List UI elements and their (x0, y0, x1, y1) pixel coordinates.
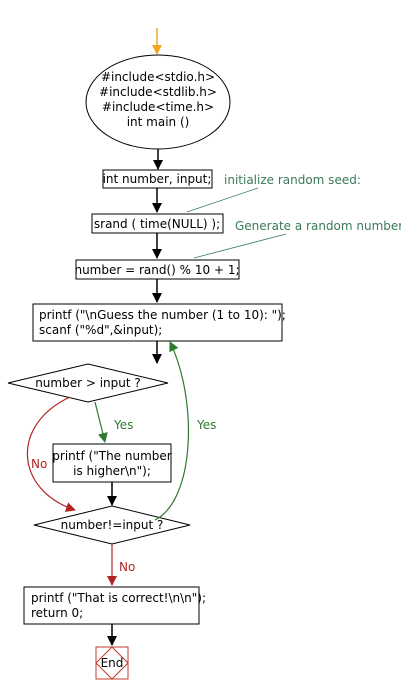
end-node-diamond (95, 646, 129, 680)
seed-text: srand ( time(NULL) ); (94, 217, 220, 231)
decision-greater (7, 363, 169, 403)
decision-not-equal-text: number!=input ? (61, 518, 164, 532)
start-line-3: #include<time.h> (102, 100, 214, 114)
prompt-line-2: scanf ("%d",&input); (39, 323, 162, 337)
decision-greater-text: number > input ? (35, 376, 141, 390)
no-label-exit: No (119, 560, 135, 574)
correct-line-1: printf ("That is correct!\n\n"); (31, 591, 206, 605)
higher-line-2: is higher\n"); (73, 464, 151, 478)
no-edge-greater (26, 396, 76, 512)
yes-edge-greater (94, 401, 108, 443)
declare-text: int number, input; (103, 172, 212, 186)
start-line-2: #include<stdlib.h> (99, 85, 217, 99)
random-text: number = rand() % 10 + 1; (74, 263, 239, 277)
correct-line-2: return 0; (31, 606, 83, 620)
yes-label-loop: Yes (196, 418, 216, 432)
random-note-connector (193, 233, 287, 259)
random-note: Generate a random number: (235, 219, 401, 233)
start-line-1: #include<stdio.h> (101, 70, 215, 84)
yes-label-greater: Yes (113, 418, 133, 432)
correct-box (23, 586, 200, 625)
start-line-4: int main () (127, 115, 190, 129)
yes-edge-loop (154, 341, 189, 521)
seed-note: initialize random seed: (224, 173, 361, 187)
prompt-box (32, 303, 283, 342)
no-label-greater: No (31, 457, 47, 471)
seed-note-connector (186, 187, 259, 213)
higher-line-1: printf ("The number (52, 449, 171, 463)
end-label: End (101, 656, 124, 670)
prompt-line-1: printf ("\nGuess the number (1 to 10): "… (39, 308, 286, 322)
